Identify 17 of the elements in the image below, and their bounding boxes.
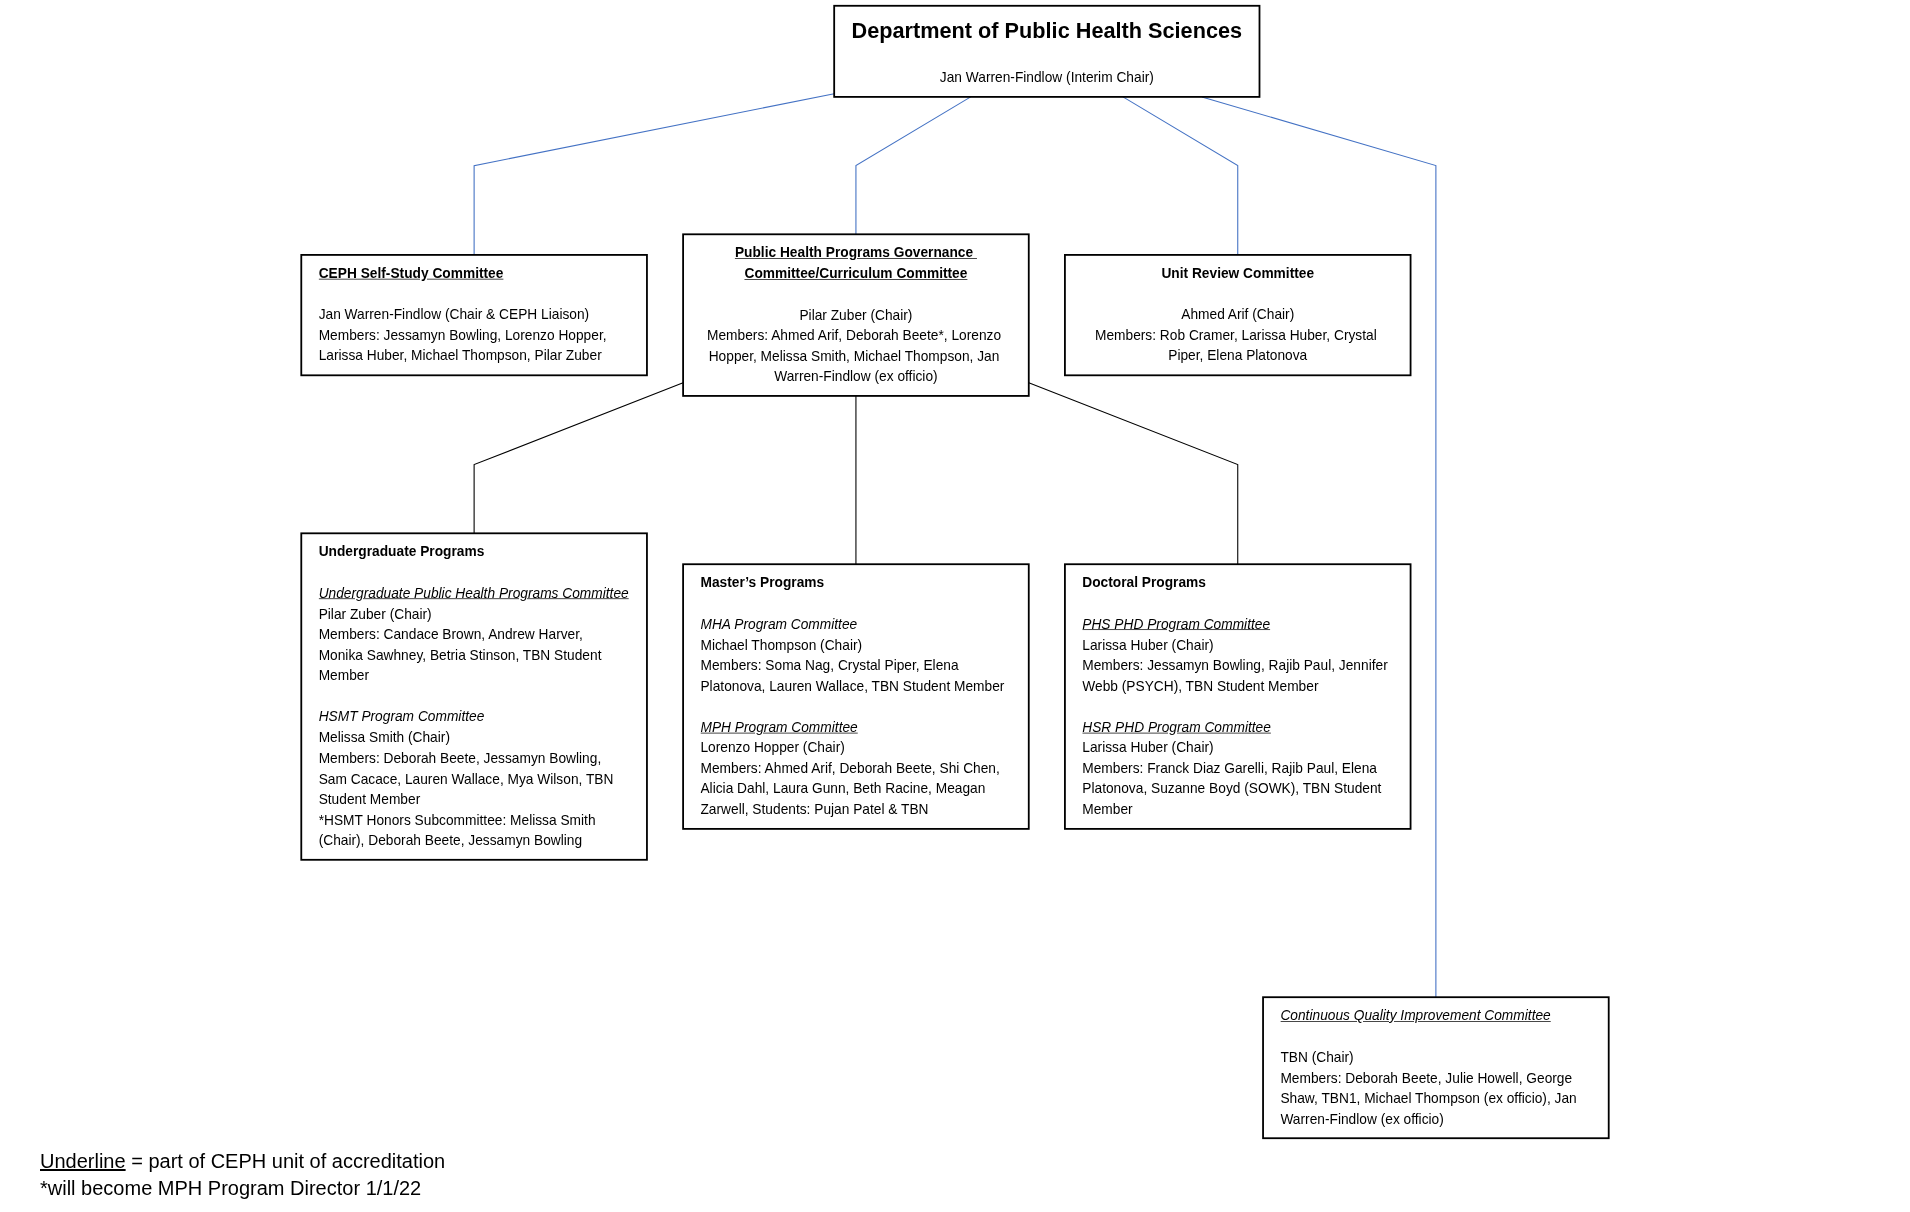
node-box: Public Health Programs Governance Committee/Curriculum Committee Pilar Zuber (Chair) Members: Ahmed Arif, Deborah Beete*, Lorenzo Hopper, Melissa Smith, Michael Thompson, Jan Warren-Findlow (ex officio) xyxy=(682,233,1030,397)
legend-key: Underline xyxy=(40,1150,126,1172)
note-text: = part of CEPH unit of accreditation xyxy=(131,1150,446,1172)
node-box: Unit Review Committee Ahmed Arif (Chair) Members: Rob Cramer, Larissa Huber, Crystal Piper, Elena Platonova xyxy=(1064,254,1412,377)
node-box: Undergraduate Programs Undergraduate Public Health Programs Committee Pilar Zuber (Chair) Members: Candace Brown, Andrew Harver, Monika Sawhney, Betria Stinson, TBN Student Member HSMT Program Committee Melissa Smith (Chair) Members: Deborah Beete, Jessamyn Bowling, Sam Cacace, Lauren Wallace, Mya Wilson, TBN Student Member *HSMT Honors Subcommittee: Melissa Smith (Chair), Deborah Beete, Jessamyn Bowling xyxy=(300,532,648,861)
connector xyxy=(1028,382,1239,565)
connector xyxy=(855,96,972,235)
node-box: CEPH Self-Study Committee Jan Warren-Findlow (Chair & CEPH Liaison) Members: Jessamyn Bowling, Lorenzo Hopper, Larissa Huber, Michael Thompson, Pilar Zuber xyxy=(300,254,648,377)
connector xyxy=(473,382,684,534)
node-box: Department of Public Health Sciences Jan Warren-Findlow (Interim Chair) xyxy=(833,4,1261,98)
note-text: *will become MPH Program Director 1/1/22 xyxy=(40,1177,422,1199)
connector xyxy=(473,93,835,256)
node-box: Master’s Programs MHA Program Committee Michael Thompson (Chair) Members: Soma Nag, Crystal Piper, Elena Platonova, Lauren Wallace, TBN Student Member MPH Program Committee Lorenzo Hopper (Chair) Members: Ahmed Arif, Deborah Beete, Shi Chen, Alicia Dahl, Laura Gunn, Beth Racine, Meagan Zarwell, Students: Pujan Patel & TBN xyxy=(682,563,1030,830)
connector xyxy=(1122,96,1239,256)
node-box: Continuous Quality Improvement Committee TBN (Chair) Members: Deborah Beete, Julie Howell, George Shaw, TBN1, Michael Thompson (ex officio), Jan Warren-Findlow (ex officio) xyxy=(1262,996,1610,1140)
node-box: Doctoral Programs PHS PHD Program Committee Larissa Huber (Chair) Members: Jessamyn Bowling, Rajib Paul, Jennifer Webb (PSYCH), TBN Student Member HSR PHD Program Committee Larissa Huber (Chair) Members: Franck Diaz Garelli, Rajib Paul, Elena Platonova, Suzanne Boyd (SOWK), TBN Student Member xyxy=(1064,563,1412,830)
connector xyxy=(855,395,857,565)
